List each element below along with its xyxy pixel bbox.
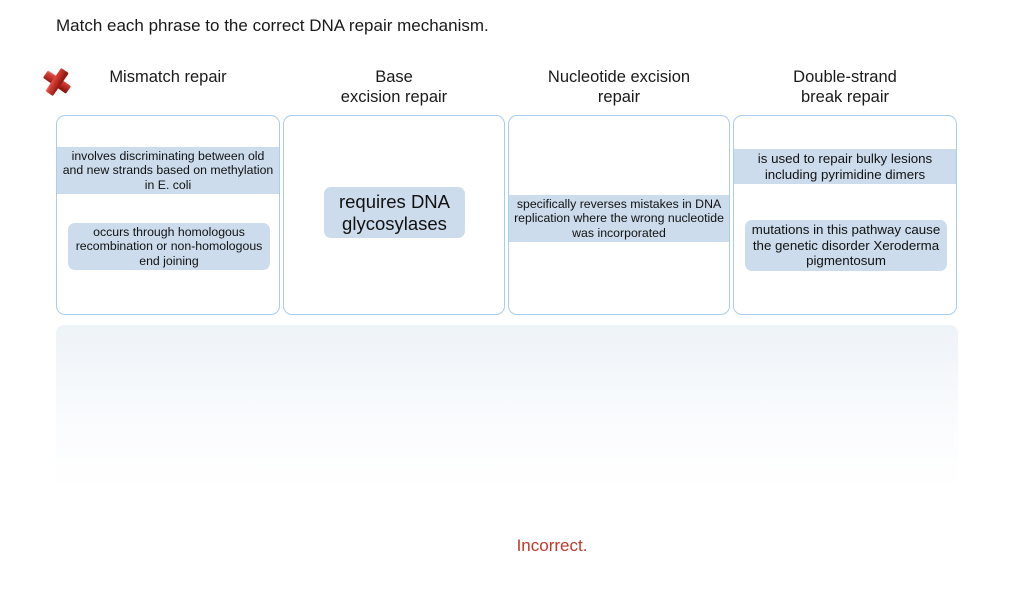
drop-column-nucleotide-excision-repair[interactable]: specifically reverses mistakes in DNA re… <box>508 115 730 315</box>
phrase-tile[interactable]: involves discriminating between old and … <box>57 147 279 195</box>
phrase-tile[interactable]: mutations in this pathway cause the gene… <box>745 220 947 271</box>
header-line: Mismatch repair <box>109 68 227 86</box>
header-line: excision repair <box>340 88 448 106</box>
verdict-text: Incorrect. <box>516 536 588 555</box>
drop-column-double-strand-break-repair[interactable]: is used to repair bulky lesions includin… <box>733 115 957 315</box>
header-line: break repair <box>800 88 890 106</box>
drop-column-mismatch-repair[interactable]: involves discriminating between old and … <box>56 115 280 315</box>
result-verdict: Incorrect. <box>0 536 1024 556</box>
header-line: Double-strand <box>793 68 897 86</box>
header-line: Base <box>375 68 413 86</box>
drop-column-base-excision-repair[interactable]: requires DNA glycosylases <box>283 115 505 315</box>
column-header-mismatch-repair: Mismatch repair <box>56 67 280 87</box>
column-header-nucleotide-excision-repair: Nucleotide excision repair <box>508 67 730 107</box>
column-header-base-excision-repair: Base excision repair <box>283 67 505 107</box>
page-title: Match each phrase to the correct DNA rep… <box>56 16 489 35</box>
unplaced-phrases-tray[interactable] <box>56 325 958 488</box>
phrase-tile[interactable]: occurs through homologous recombination … <box>68 223 270 271</box>
column-header-double-strand-break-repair: Double-strand break repair <box>733 67 957 107</box>
incorrect-x-icon <box>38 64 76 102</box>
phrase-tile[interactable]: is used to repair bulky lesions includin… <box>734 149 956 185</box>
phrase-tile[interactable]: specifically reverses mistakes in DNA re… <box>509 195 729 243</box>
header-line: Nucleotide excision <box>547 68 691 86</box>
phrase-tile[interactable]: requires DNA glycosylases <box>324 187 465 239</box>
header-line: repair <box>597 88 641 106</box>
